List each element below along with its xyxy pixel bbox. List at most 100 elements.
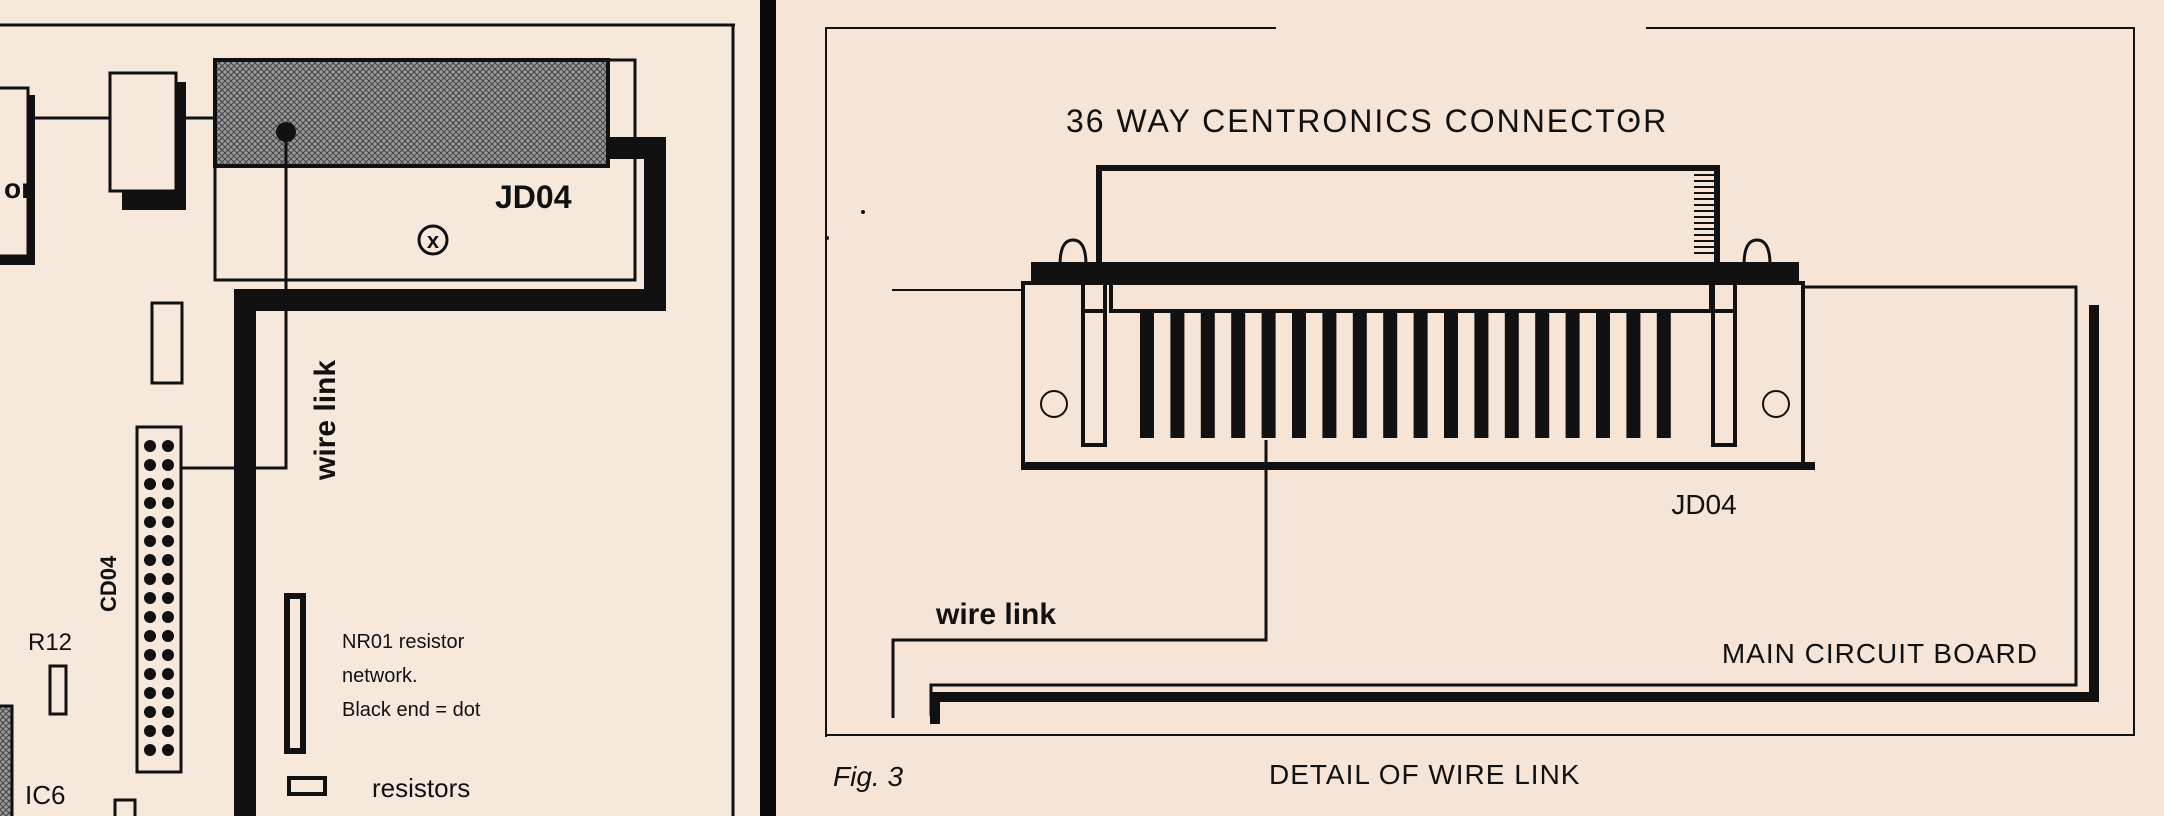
cd04-pin	[144, 497, 156, 509]
socket-pin	[1596, 313, 1610, 438]
frame-top-left	[825, 27, 1276, 737]
cd04-header	[135, 425, 183, 774]
cd04-pin	[162, 668, 174, 680]
cd04-pin	[162, 554, 174, 566]
cd04-pin	[162, 535, 174, 547]
cd04-pin	[162, 611, 174, 623]
cd04-pin	[144, 459, 156, 471]
right-wire-link-detail: 36 WAY CENTRONICS CONNECTOR	[776, 0, 2164, 816]
right-hole-icon	[1762, 390, 1790, 418]
speck	[861, 210, 865, 214]
cd04-pin	[144, 554, 156, 566]
wire-link-label: wire link	[309, 360, 342, 481]
socket-pin	[1413, 313, 1428, 438]
wire-link-path	[165, 132, 288, 470]
socket-pin	[1383, 313, 1398, 438]
frame-right-bottom	[826, 27, 2135, 736]
socket-pin	[1292, 313, 1306, 438]
plug-block	[108, 71, 178, 193]
wire-link-path	[891, 440, 1268, 718]
cd04-pin	[144, 706, 156, 718]
x-marker-icon	[417, 224, 449, 256]
socket-pin	[1170, 313, 1185, 438]
right-lock-post	[1742, 238, 1772, 267]
socket-pin	[1535, 313, 1550, 438]
board-layout-drawing: or JD04 x wire link CD04 R12 IC6 NR01 r	[0, 23, 735, 816]
cd04-pin-grid	[144, 440, 174, 756]
main-board-shadow	[930, 305, 2099, 724]
cd04-pin	[144, 630, 156, 642]
partial-component	[0, 86, 30, 258]
partial-label: or	[4, 173, 32, 204]
cd04-pin	[162, 725, 174, 737]
mounting-flange	[1031, 262, 1799, 282]
cd04-pin	[162, 687, 174, 699]
ic6-small-part	[113, 798, 137, 816]
left-board-layout: or JD04 x wire link CD04 R12 IC6 NR01 r	[0, 0, 760, 816]
connector-shell	[1096, 165, 1720, 269]
socket-body-shadow	[1023, 462, 1815, 470]
cd04-label: CD04	[96, 555, 121, 612]
socket-pins	[1140, 313, 1671, 438]
socket-pin	[1322, 313, 1337, 438]
r12-label: R12	[28, 629, 72, 656]
cd04-pin	[162, 459, 174, 471]
cd04-pin	[162, 706, 174, 718]
socket-pin	[1626, 313, 1641, 438]
left-post-cap	[1081, 281, 1107, 313]
jd04-connector-body	[213, 58, 610, 168]
cd04-pin	[144, 592, 156, 604]
socket-pin	[1504, 313, 1519, 438]
left-hole-icon	[1040, 390, 1068, 418]
left-lock-post	[1058, 238, 1088, 267]
nr01-line-3: Black end = dot	[342, 699, 481, 721]
resistors-label: resistors	[372, 773, 470, 803]
figure-caption: DETAIL OF WIRE LINK	[1269, 759, 1580, 790]
socket-pin	[1352, 313, 1367, 438]
cd04-pin	[144, 668, 156, 680]
nr01-line-2: network.	[342, 665, 418, 687]
r12-resistor	[48, 664, 68, 716]
nr01-resistor-network	[284, 593, 306, 754]
jd04-label: JD04	[1671, 489, 1736, 520]
socket-pin	[1474, 313, 1489, 438]
panel-divider	[760, 0, 776, 816]
wire-link-label: wire link	[935, 598, 1056, 631]
cd04-pin	[144, 535, 156, 547]
cd04-pin	[162, 592, 174, 604]
jd04-label: JD04	[495, 179, 572, 215]
cd04-pin	[144, 478, 156, 490]
cd04-pin	[144, 725, 156, 737]
cd04-pin	[162, 744, 174, 756]
cd04-pin	[144, 687, 156, 699]
right-post-cap	[1711, 281, 1737, 313]
socket-pin	[1200, 313, 1215, 438]
cd04-pin	[162, 440, 174, 452]
socket-top-bar	[1109, 281, 1713, 313]
connector-title: 36 WAY CENTRONICS CONNECTOR	[1066, 103, 1668, 139]
cd04-pin	[144, 573, 156, 585]
resistor-legend-symbol	[287, 776, 327, 796]
cd04-pin	[162, 649, 174, 661]
socket-pin	[1231, 313, 1246, 438]
fig-label: Fig. 3	[833, 761, 903, 792]
socket-pin	[1140, 313, 1154, 438]
ic6-label: IC6	[25, 780, 65, 810]
cd04-pin	[162, 478, 174, 490]
x-marker-text: x	[427, 228, 440, 253]
cd04-pin	[144, 744, 156, 756]
cd04-pin	[144, 611, 156, 623]
speck	[825, 236, 829, 240]
socket-pin	[1656, 313, 1671, 438]
cd04-pin	[162, 573, 174, 585]
main-board-label: MAIN CIRCUIT BOARD	[1722, 638, 2038, 669]
cd04-pin	[144, 649, 156, 661]
small-rect-component	[150, 301, 184, 385]
cd04-pin	[162, 516, 174, 528]
socket-pin	[1261, 313, 1276, 438]
cd04-pin	[144, 516, 156, 528]
ic6-chip	[0, 704, 14, 816]
wire-link-detail-drawing: 36 WAY CENTRONICS CONNECTOR	[825, 27, 2135, 792]
speck	[1629, 118, 1633, 122]
nr01-line-1: NR01 resistor	[342, 631, 465, 653]
